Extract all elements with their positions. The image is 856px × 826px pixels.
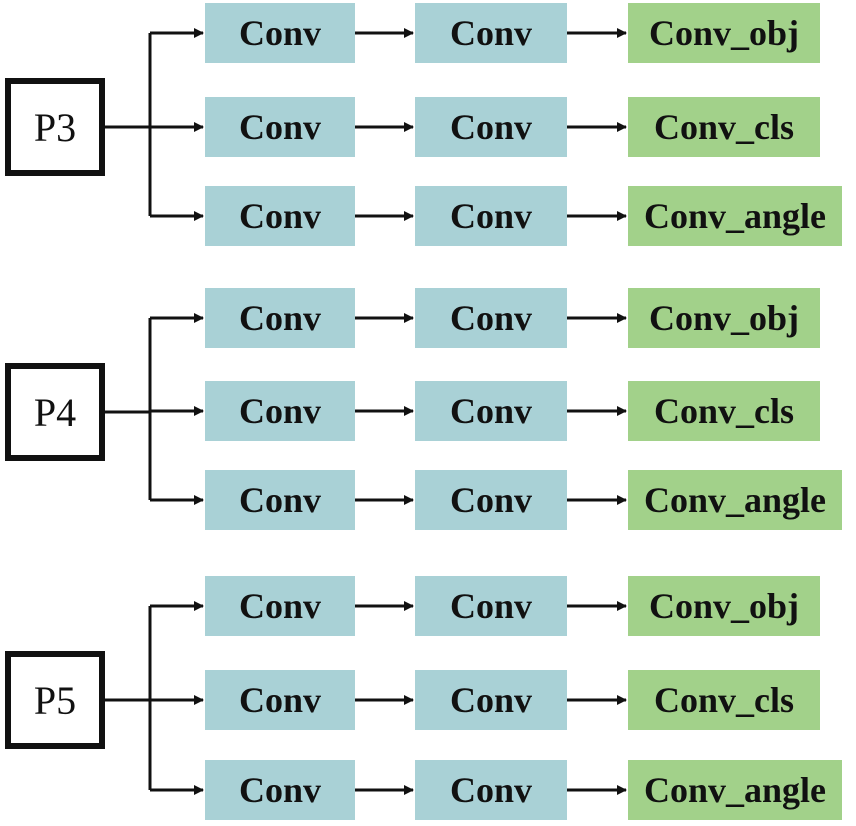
- p4-cls-head-box: Conv_cls: [628, 381, 820, 441]
- p4-cls-conv1-box: Conv: [205, 381, 355, 441]
- p3-angle-conv1-box: Conv: [205, 186, 355, 246]
- input-p3-box: P3: [5, 78, 105, 176]
- p3-cls-head-box: Conv_cls: [628, 97, 820, 157]
- p4-obj-head-box: Conv_obj: [628, 288, 820, 348]
- p3-obj-conv1-box: Conv: [205, 3, 355, 63]
- input-p4-box: P4: [5, 363, 105, 461]
- p5-cls-head-box: Conv_cls: [628, 670, 820, 730]
- p4-angle-conv1-box: Conv: [205, 470, 355, 530]
- p4-obj-conv1-box: Conv: [205, 288, 355, 348]
- p5-obj-conv1-box: Conv: [205, 576, 355, 636]
- p5-angle-head-box: Conv_angle: [628, 760, 842, 820]
- p5-angle-conv1-box: Conv: [205, 760, 355, 820]
- p4-cls-conv2-box: Conv: [415, 381, 567, 441]
- p3-cls-conv2-box: Conv: [415, 97, 567, 157]
- p3-obj-conv2-box: Conv: [415, 3, 567, 63]
- p4-angle-conv2-box: Conv: [415, 470, 567, 530]
- p5-cls-conv1-box: Conv: [205, 670, 355, 730]
- p3-angle-head-box: Conv_angle: [628, 186, 842, 246]
- p4-angle-head-box: Conv_angle: [628, 470, 842, 530]
- input-p5-box: P5: [5, 651, 105, 749]
- p3-obj-head-box: Conv_obj: [628, 3, 820, 63]
- p5-cls-conv2-box: Conv: [415, 670, 567, 730]
- p4-obj-conv2-box: Conv: [415, 288, 567, 348]
- p5-angle-conv2-box: Conv: [415, 760, 567, 820]
- p3-angle-conv2-box: Conv: [415, 186, 567, 246]
- p5-obj-conv2-box: Conv: [415, 576, 567, 636]
- p3-cls-conv1-box: Conv: [205, 97, 355, 157]
- p5-obj-head-box: Conv_obj: [628, 576, 820, 636]
